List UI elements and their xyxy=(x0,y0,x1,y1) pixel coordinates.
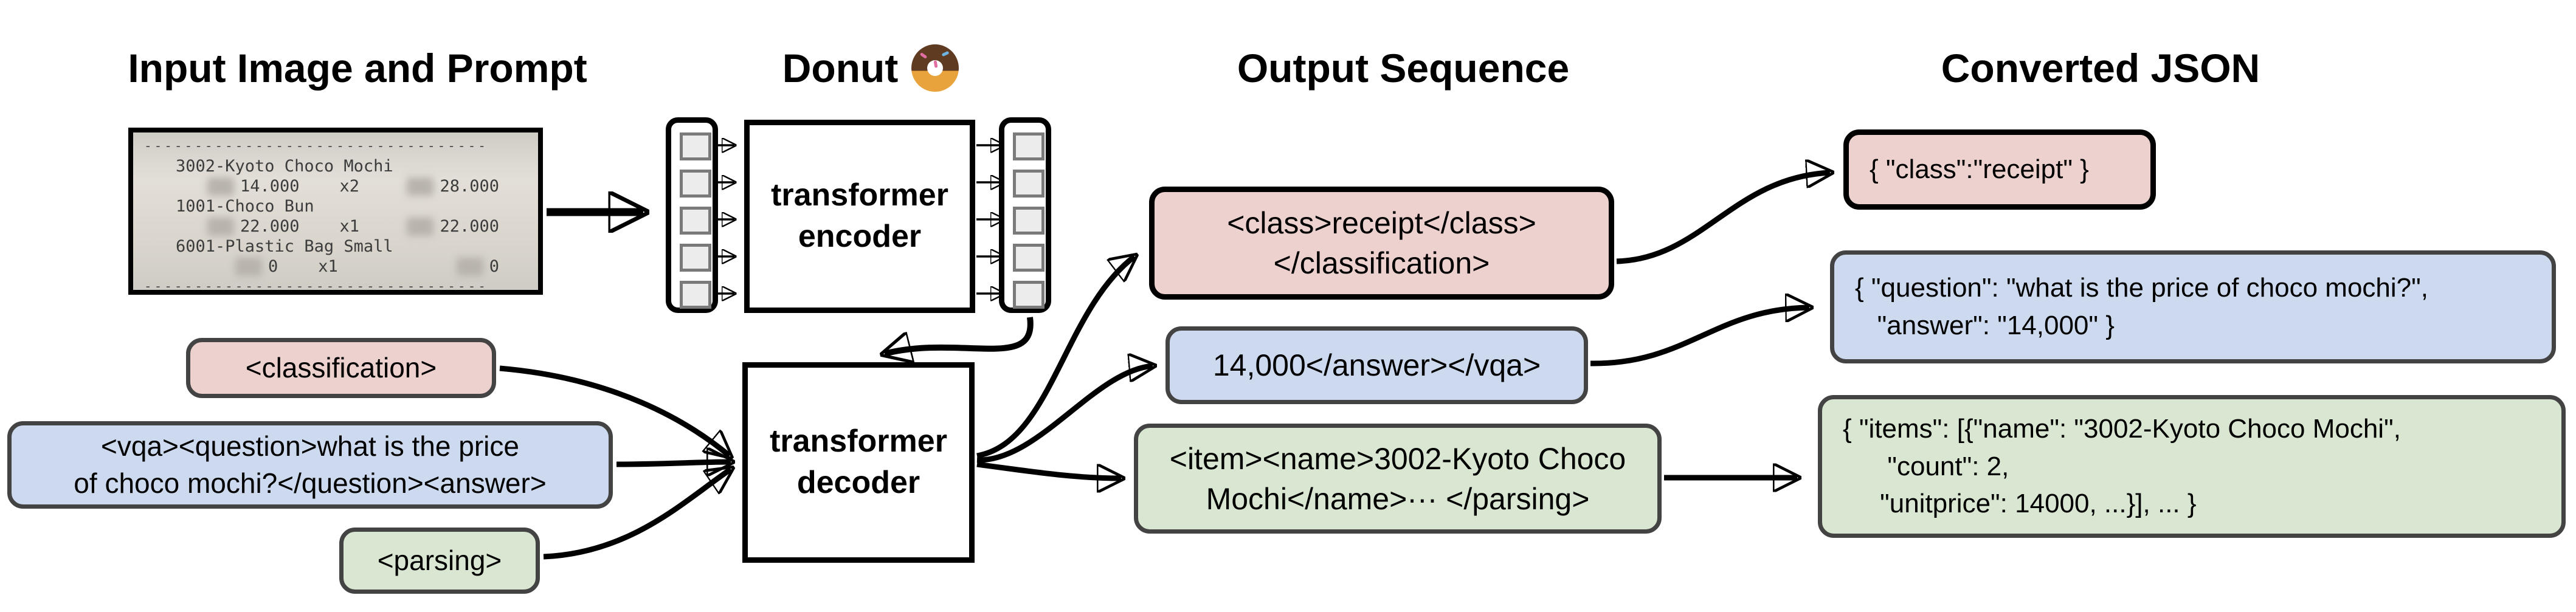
patch-square xyxy=(680,281,711,309)
heading-input-image-and-prompt: Input Image and Prompt xyxy=(128,46,587,91)
redaction-blur xyxy=(407,217,434,236)
prompt-parsing-box: <parsing> xyxy=(339,528,540,594)
patch-square xyxy=(680,244,711,272)
receipt-item-price-row: 14.000 x2 28.000 xyxy=(144,176,527,196)
receipt-qty: x1 xyxy=(339,217,360,236)
patch-square xyxy=(1013,170,1045,198)
receipt-unit-price: 22.000 xyxy=(240,217,300,236)
transformer-encoder-block: transformer encoder xyxy=(744,120,975,313)
json-parsing-box: { "items": [{"name": "3002-Kyoto Choco M… xyxy=(1818,395,2566,538)
redaction-blur xyxy=(407,177,434,196)
receipt-total-price: 28.000 xyxy=(440,177,499,196)
receipt-item-price-row: 22.000 x1 22.000 xyxy=(144,216,527,236)
arrow-decoder-to-parsing-output xyxy=(976,461,1121,478)
redaction-blur xyxy=(235,257,262,276)
arrow-classification-output-to-json xyxy=(1616,173,1830,264)
arrow-encoder-to-decoder xyxy=(885,317,1034,354)
receipt-qty: x1 xyxy=(318,257,338,276)
transformer-decoder-block: transformer decoder xyxy=(742,362,975,563)
receipt-unit-price: 14.000 xyxy=(240,177,300,196)
heading-output-sequence: Output Sequence xyxy=(1237,46,1570,91)
patch-square xyxy=(680,207,711,235)
receipt-item-name: 6001-Plastic Bag Small xyxy=(176,237,393,256)
arrow-decoder-to-vqa-output xyxy=(976,366,1153,463)
patch-square xyxy=(680,170,711,198)
patch-square xyxy=(680,132,711,160)
receipt-total-price: 22.000 xyxy=(440,217,499,236)
heading-donut: Donut xyxy=(688,40,1053,96)
encoder-output-embeddings xyxy=(999,117,1051,313)
json-vqa-box: { "question": "what is the price of choc… xyxy=(1830,250,2556,363)
arrow-vqa-prompt-to-decoder xyxy=(616,462,731,464)
input-receipt-image: ---------------------------------- 3002-… xyxy=(128,128,543,295)
arrow-parsing-prompt-to-decoder xyxy=(543,469,731,560)
donut-icon xyxy=(911,44,959,92)
patch-square xyxy=(1013,244,1045,272)
receipt-qty: x2 xyxy=(339,177,360,196)
arrow-decoder-to-classification-output xyxy=(976,256,1134,459)
receipt-total-price: 0 xyxy=(489,257,499,276)
patch-square xyxy=(1013,207,1045,235)
receipt-item-name: 3002-Kyoto Choco Mochi xyxy=(176,157,393,176)
receipt-divider-bottom: ---------------------------------- xyxy=(144,279,488,294)
output-parsing-box: <item><name>3002-Kyoto Choco Mochi</name… xyxy=(1134,424,1662,534)
receipt-item-price-row: 0 x1 0 xyxy=(144,256,527,277)
redaction-blur xyxy=(207,217,234,236)
redaction-blur xyxy=(456,257,483,276)
output-vqa-box: 14,000</answer></vqa> xyxy=(1165,326,1588,404)
encoder-input-patches xyxy=(666,117,718,313)
prompt-vqa-box: <vqa><question>what is the price of choc… xyxy=(7,421,613,509)
json-classification-box: { "class":"receipt" } xyxy=(1843,129,2156,210)
receipt-divider-top: ---------------------------------- xyxy=(144,139,488,153)
arrow-vqa-output-to-json xyxy=(1590,308,1809,366)
arrow-classification-prompt-to-decoder xyxy=(499,365,730,456)
receipt-item-name: 1001-Choco Bun xyxy=(176,197,314,216)
redaction-blur xyxy=(207,177,234,196)
heading-donut-label: Donut xyxy=(782,46,899,91)
output-classification-box: <class>receipt</class> </classification> xyxy=(1149,187,1614,300)
prompt-classification-box: <classification> xyxy=(186,338,496,398)
heading-converted-json: Converted JSON xyxy=(1941,46,2260,91)
patch-square xyxy=(1013,281,1045,309)
patch-square xyxy=(1013,132,1045,160)
receipt-unit-price: 0 xyxy=(268,257,278,276)
